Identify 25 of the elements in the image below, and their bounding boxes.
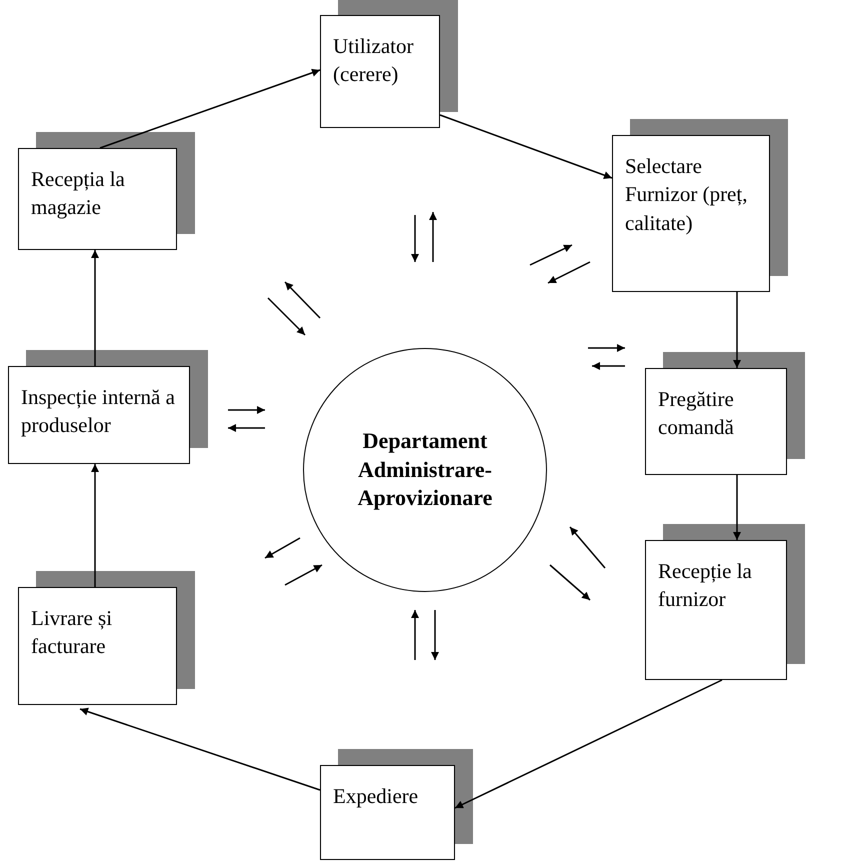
node-label: Expediere [333,783,420,810]
node-label: Departament Administrare-Aprovizionare [356,427,494,512]
node-label: Recepție la furnizor [658,558,753,614]
node-label: Utilizator (cerere) [333,33,414,88]
process-box [18,148,177,250]
node-label: Selectare Furnizor (preț, calitate) [625,153,748,237]
arrow [80,708,320,791]
process-box [18,587,177,705]
node-label: Recepția la magazie [31,166,126,222]
arrow [91,250,99,366]
arrow [440,114,612,179]
process-box [612,135,770,292]
process-box [645,368,787,475]
process-box [320,765,455,860]
process-box [645,540,787,680]
node-label: Inspecție internă a produselor [21,384,176,440]
node-label: Livrare și facturare [31,605,114,660]
arrow [733,292,741,368]
arrow [100,68,320,149]
process-box [320,15,440,128]
node-label: Pregătire comandă [658,386,735,442]
process-box [8,366,190,464]
arrow [733,475,741,540]
arrow [91,464,99,587]
arrow [454,679,722,809]
